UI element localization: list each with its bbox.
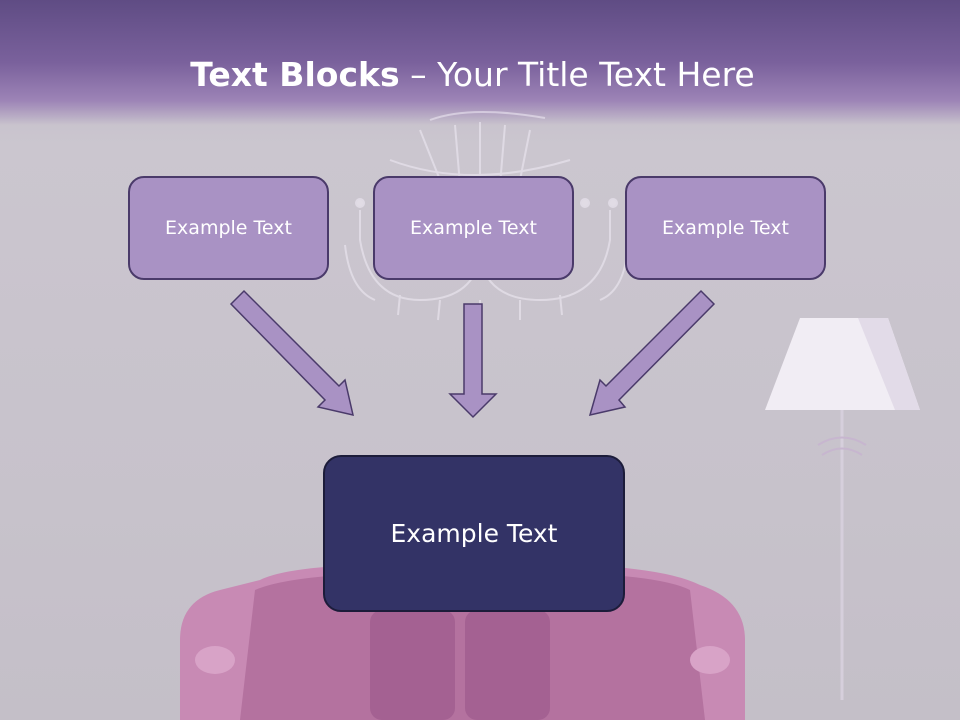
- title-rest-text: Your Title Text Here: [437, 55, 755, 94]
- target-text-block-label: Example Text: [390, 519, 558, 548]
- title-bold-text: Text Blocks: [190, 55, 400, 94]
- target-text-block[interactable]: Example Text: [323, 455, 625, 612]
- arrow-center: [448, 303, 498, 419]
- arrow-right: [588, 289, 716, 417]
- slide-title: Text Blocks – Your Title Text Here: [0, 55, 945, 94]
- text-block-1[interactable]: Example Text: [128, 176, 329, 280]
- text-block-1-label: Example Text: [165, 217, 292, 239]
- text-block-2[interactable]: Example Text: [373, 176, 574, 280]
- floor-lamp-image: [765, 318, 920, 700]
- arrow-left: [229, 289, 354, 416]
- text-block-3-label: Example Text: [662, 217, 789, 239]
- title-band: [0, 0, 960, 125]
- text-block-2-label: Example Text: [410, 217, 537, 239]
- title-separator: –: [399, 55, 438, 94]
- text-block-3[interactable]: Example Text: [625, 176, 826, 280]
